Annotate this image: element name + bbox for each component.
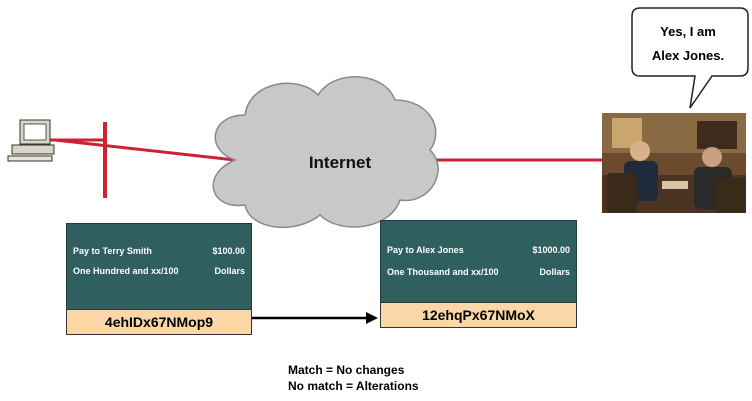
comparison-caption: Match = No changes No match = Alteration…: [288, 362, 419, 394]
check-payee: Pay to Alex Jones: [387, 245, 464, 255]
computer-icon: [7, 119, 55, 162]
office-photo: [602, 113, 746, 213]
check-currency: Dollars: [539, 267, 570, 277]
original-check: Pay to Terry Smith $100.00 One Hundred a…: [66, 223, 252, 311]
speech-text: Yes, I am Alex Jones.: [636, 20, 740, 68]
caption-line-1: Match = No changes: [288, 363, 405, 377]
check-payee: Pay to Terry Smith: [73, 246, 152, 256]
check-amount: $100.00: [212, 246, 245, 256]
speech-bubble: [631, 7, 749, 109]
altered-hash-box: 12ehqPx67NMoX: [380, 302, 577, 328]
check-amount-words: One Hundred and xx/100: [73, 266, 179, 276]
caption-line-2: No match = Alterations: [288, 379, 419, 393]
internet-label: Internet: [308, 153, 372, 172]
speech-line-2: Alex Jones.: [651, 48, 725, 63]
speech-line-1: Yes, I am: [660, 24, 716, 39]
check-amount: $1000.00: [532, 245, 570, 255]
internet-cloud: [212, 75, 439, 228]
altered-check: Pay to Alex Jones $1000.00 One Thousand …: [380, 220, 577, 304]
comparison-arrow: [252, 312, 378, 324]
check-amount-words: One Thousand and xx/100: [387, 267, 499, 277]
link-line-left: [54, 138, 236, 162]
check-currency: Dollars: [214, 266, 245, 276]
original-hash-box: 4ehIDx67NMop9: [66, 309, 252, 335]
